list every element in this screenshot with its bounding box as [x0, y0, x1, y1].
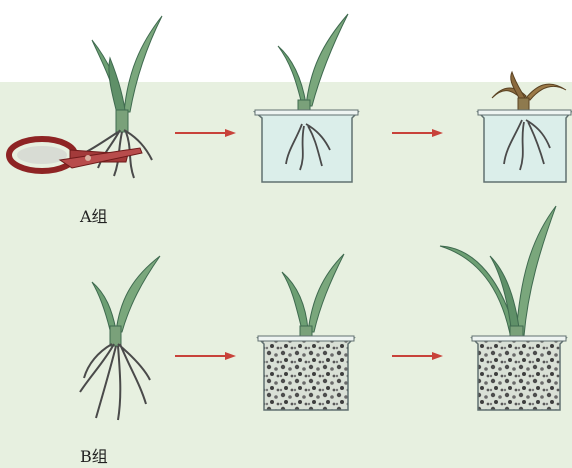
group-b-label: B组 — [80, 447, 108, 466]
group-a-label: A组 — [79, 207, 108, 226]
